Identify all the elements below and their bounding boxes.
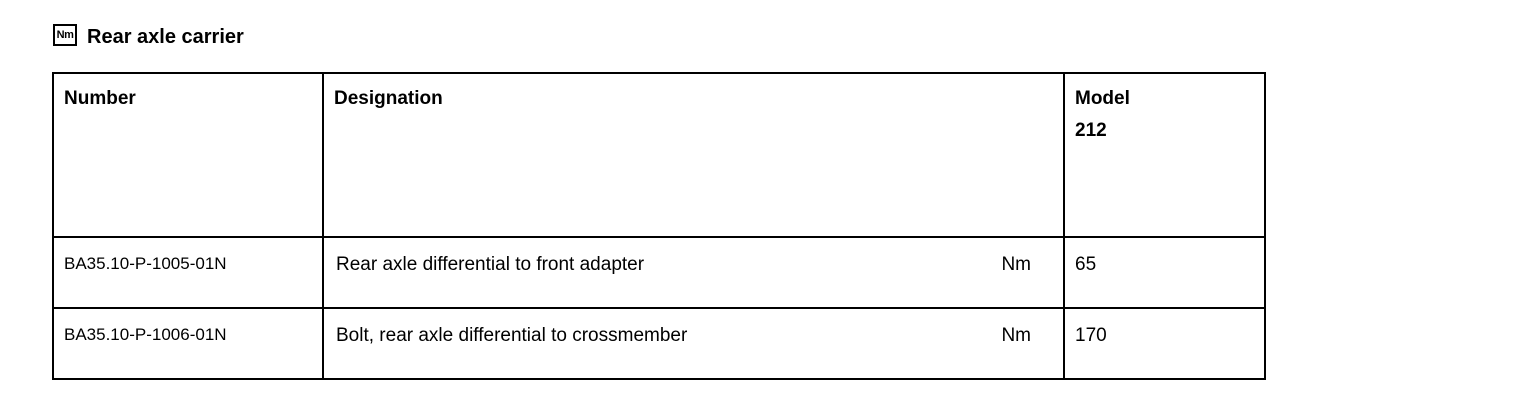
- header-number: Number: [52, 72, 324, 238]
- row-designation: Rear axle differential to front adapter: [336, 254, 645, 275]
- header-model: Model 212: [1063, 72, 1266, 238]
- row-value: 170: [1063, 307, 1266, 380]
- row-designation-cell: Rear axle differential to front adapter …: [322, 236, 1065, 309]
- header-model-label: Model: [1075, 88, 1130, 109]
- torque-table: Number Designation Model 212 BA35.10-P-1…: [52, 72, 1266, 380]
- row-designation: Bolt, rear axle differential to crossmem…: [336, 325, 688, 346]
- row-unit: Nm: [1001, 254, 1031, 275]
- section-title: Rear axle carrier: [87, 26, 244, 48]
- table-header-row: Number Designation Model 212: [52, 72, 1266, 238]
- header-designation: Designation: [322, 72, 1065, 238]
- table-row: BA35.10-P-1006-01N Bolt, rear axle diffe…: [52, 307, 1266, 380]
- row-value: 65: [1063, 236, 1266, 309]
- row-number: BA35.10-P-1006-01N: [52, 307, 324, 380]
- torque-nm-icon: Nm: [53, 23, 77, 46]
- header-model-code: 212: [1075, 120, 1107, 141]
- row-designation-cell: Bolt, rear axle differential to crossmem…: [322, 307, 1065, 380]
- row-unit: Nm: [1001, 325, 1031, 346]
- table-row: BA35.10-P-1005-01N Rear axle differentia…: [52, 236, 1266, 309]
- section-heading: Nm Rear axle carrier: [53, 23, 244, 49]
- row-number: BA35.10-P-1005-01N: [52, 236, 324, 309]
